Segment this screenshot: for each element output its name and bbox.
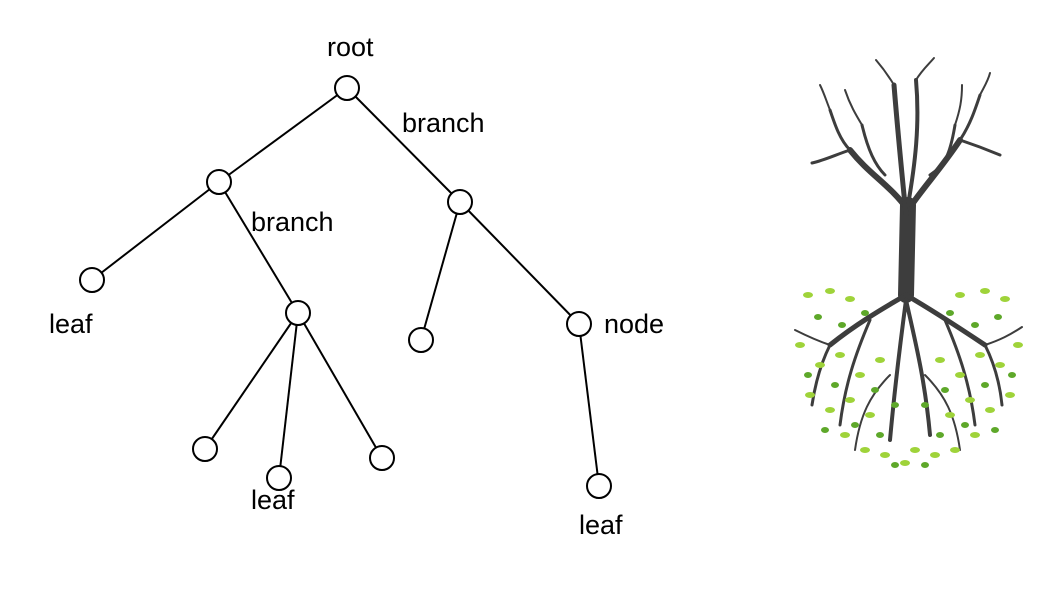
node-mid-child-2 (266, 465, 292, 491)
edge-root-right (346, 87, 461, 203)
tree-branches (794, 57, 1023, 451)
node-right-child-1 (408, 327, 434, 353)
node-mid-child-1 (192, 436, 218, 462)
labels: root branch branch leaf leaf node leaf (49, 32, 664, 540)
node-mid (285, 300, 311, 326)
edge-mid-child-2 (278, 312, 299, 479)
edge-root-left (218, 87, 348, 183)
label-leaf-bottom: leaf (251, 485, 295, 515)
node-leaf-left (79, 267, 105, 293)
node-root (334, 75, 360, 101)
label-leaf-left: leaf (49, 309, 93, 339)
edge-mid-child-3 (297, 312, 383, 459)
edge-right-child-2 (459, 201, 580, 325)
node-labeled (566, 311, 592, 337)
label-root: root (327, 32, 374, 62)
edge-left-leaf (91, 181, 220, 281)
label-node: node (604, 309, 664, 339)
node-mid-child-3 (369, 445, 395, 471)
edge-node-leaf (578, 323, 600, 487)
label-branch-mid: branch (251, 207, 334, 237)
edges (91, 87, 600, 487)
node-left (206, 169, 232, 195)
tree-diagram: root branch branch leaf leaf node leaf (49, 32, 664, 540)
nodes (79, 75, 612, 499)
label-branch-top: branch (402, 108, 485, 138)
tree-with-roots-illustration (794, 57, 1023, 468)
edge-right-child-1 (420, 201, 461, 341)
edge-left-mid (218, 181, 299, 314)
node-right (447, 189, 473, 215)
edge-mid-child-1 (204, 312, 299, 450)
node-leaf-right (586, 473, 612, 499)
label-leaf-right: leaf (579, 510, 623, 540)
tree-leaves (795, 288, 1023, 468)
